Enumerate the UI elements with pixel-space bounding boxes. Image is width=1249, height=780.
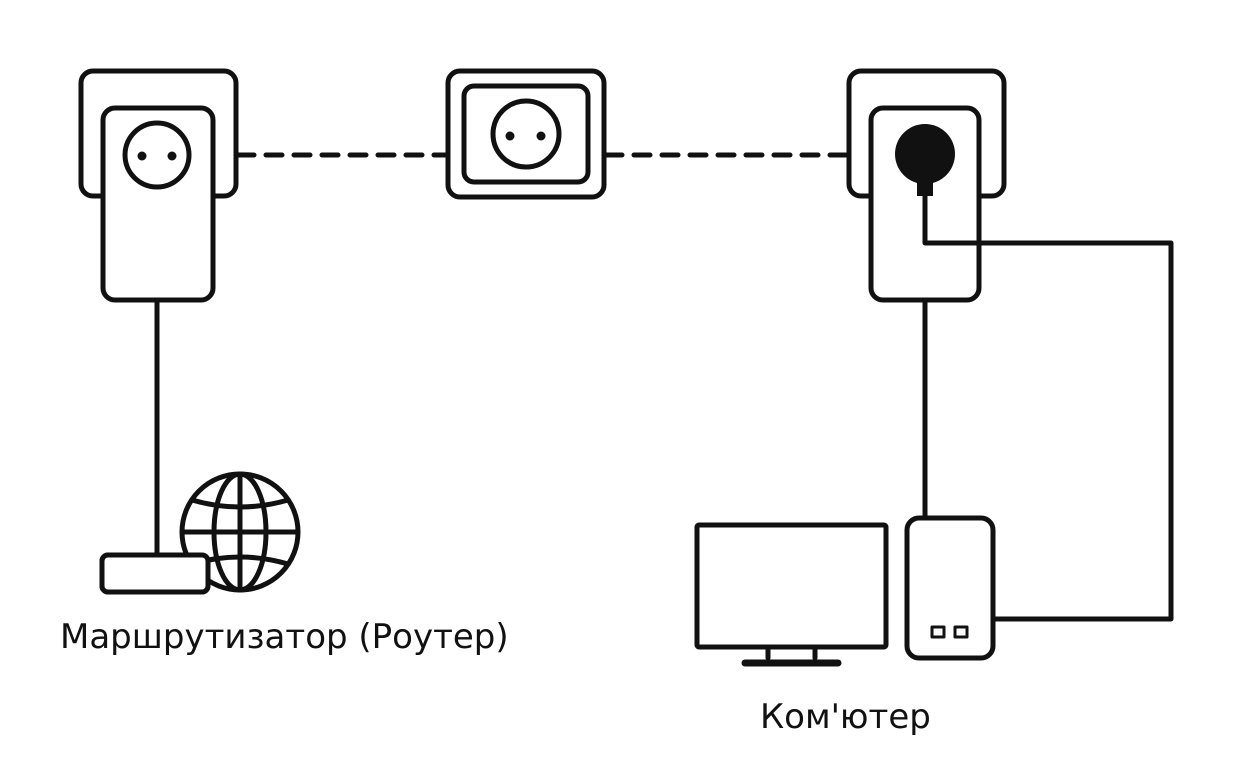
left-powerline-adapter [100, 105, 216, 303]
computer-label: Ком'ютер [760, 697, 931, 737]
router-label: Маршрутизатор (Роутер) [60, 617, 509, 657]
middle-wall-socket [445, 68, 607, 200]
power-cable [922, 193, 1174, 622]
plug-icon [895, 124, 955, 196]
monitor-icon [694, 522, 889, 667]
computer-tower-icon [904, 515, 996, 661]
